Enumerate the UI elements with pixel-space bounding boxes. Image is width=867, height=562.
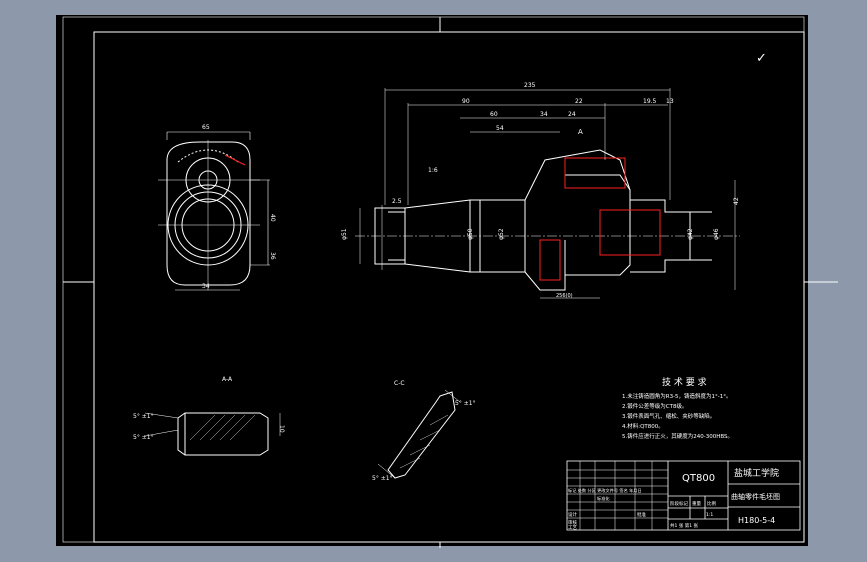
- tech-item-2: 2.锻件公差等级为CT8级。: [622, 402, 687, 410]
- title-rev-header: 标记 处数 分区 更改文件号 签名 年月日: [568, 487, 642, 494]
- section-aa-angle-2: 5° ±1°: [133, 434, 154, 441]
- main-dim-phi-mid1: φ50: [467, 228, 474, 240]
- main-dim-e: 54: [496, 125, 504, 132]
- section-cc-title: C-C: [394, 380, 405, 387]
- section-cc-angle-top: 5° ±1°: [455, 400, 476, 407]
- main-taper: 1:6: [428, 167, 438, 174]
- title-date-label: 批准: [637, 511, 646, 518]
- main-dim-phi-right1: φ42: [687, 228, 694, 240]
- tech-item-4: 4.材料:QT800。: [622, 422, 664, 430]
- title-check-label: 审核: [568, 519, 577, 526]
- front-dim-top: 65: [202, 124, 210, 131]
- title-scale-value: 1:1: [706, 512, 713, 518]
- section-cc-angle-bottom: 5° ±1°: [372, 475, 393, 482]
- main-dim-bottom: 256(0): [556, 293, 573, 299]
- tech-item-5: 5.铸件应进行正火，其硬度为240-300HBS。: [622, 432, 733, 440]
- tech-item-3: 3.锻件表面气孔、缩松、夹砂等缺陷。: [622, 412, 715, 420]
- main-dim-h: 13: [666, 98, 674, 105]
- tech-item-1: 1.未注铸造圆角为R3-5，铸造斜度为1°-1°。: [622, 392, 732, 400]
- main-dim-a: 90: [462, 98, 470, 105]
- main-dim-left-small: 2.5: [392, 198, 402, 205]
- title-weight-label: 重量: [692, 500, 701, 507]
- main-dim-f: 24: [568, 111, 576, 118]
- main-view: [355, 88, 740, 299]
- main-dim-total: 235: [524, 82, 536, 89]
- title-design-label: 设计: [568, 511, 577, 518]
- title-drawing-no: H180-5-4: [738, 516, 775, 525]
- main-dim-b: 60: [490, 111, 498, 118]
- section-aa-title: A-A: [222, 376, 233, 383]
- title-part-name: 曲轴零件毛坯图: [731, 492, 780, 501]
- title-material: QT800: [682, 473, 715, 484]
- main-dim-right-vert: 42: [733, 197, 740, 205]
- tech-title: 技 术 要 求: [662, 376, 707, 388]
- main-dim-d: 22: [575, 98, 583, 105]
- title-approve-label: 工艺: [568, 525, 577, 531]
- section-aa: [144, 412, 281, 456]
- outer-border: [93, 31, 805, 543]
- section-cc: [377, 389, 461, 479]
- main-dim-phi-right2: φ46: [713, 228, 720, 240]
- check-mark-icon: ✓: [756, 51, 767, 66]
- main-dim-g: 19.5: [643, 98, 657, 105]
- inner-border: [62, 16, 805, 543]
- section-aa-thickness: 10: [278, 425, 285, 433]
- title-block: [566, 460, 801, 531]
- title-school: 盐城工学院: [734, 467, 779, 479]
- main-section-mark: A: [578, 128, 583, 136]
- front-dim-right-lower: 36: [269, 252, 276, 260]
- title-std-label: 标准化: [597, 495, 610, 502]
- main-dim-phi-mid2: φ52: [498, 228, 505, 240]
- drawing-sheet: [56, 15, 808, 546]
- title-stage-label: 阶段标记: [670, 500, 688, 507]
- title-scale-label: 比例: [707, 500, 716, 507]
- main-dim-c: 34: [540, 111, 548, 118]
- section-aa-angle-1: 5° ±1°: [133, 413, 154, 420]
- title-sheet-info: 共1 张 第1 张: [670, 522, 699, 529]
- front-dim-right-upper: 40: [269, 214, 276, 222]
- main-dim-phi-left: φ51: [341, 228, 348, 240]
- front-dim-bottom: 34: [202, 283, 210, 290]
- front-view: [158, 131, 270, 291]
